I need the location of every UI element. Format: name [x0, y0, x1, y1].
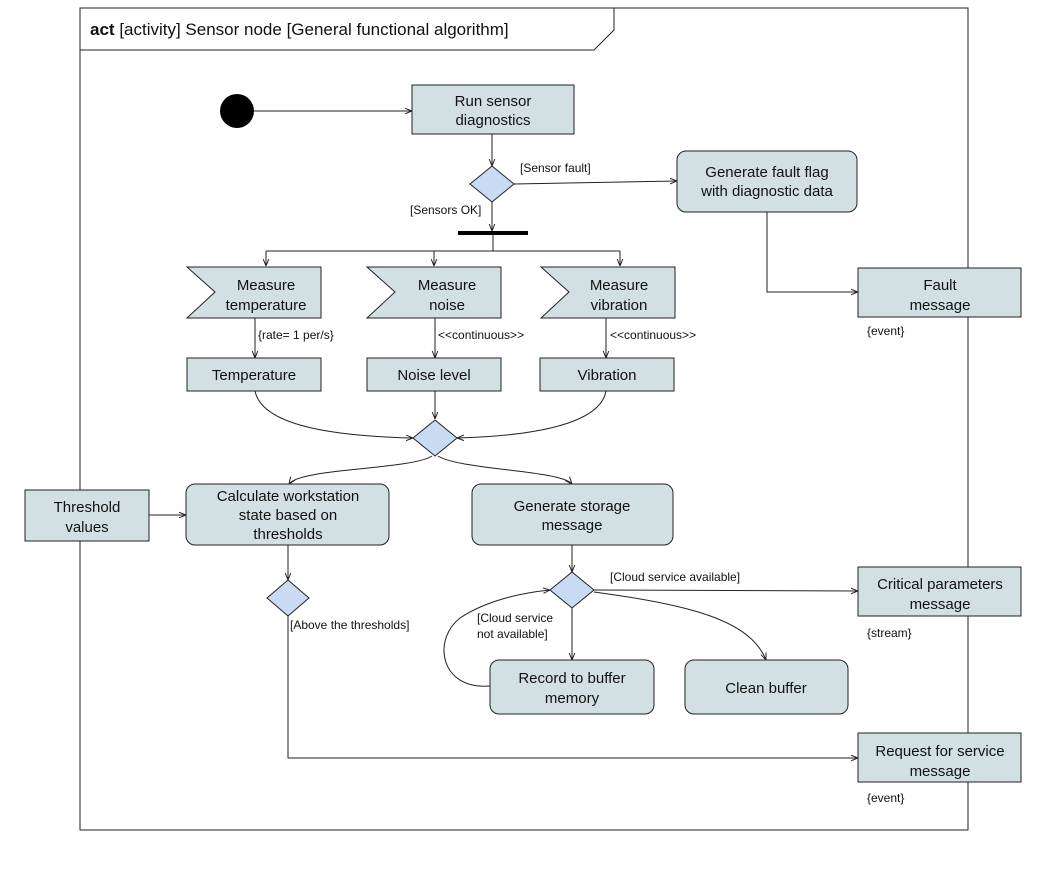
svg-text:Record to buffer: Record to buffer — [518, 670, 625, 687]
edge-fault — [513, 181, 677, 185]
accept-measure-vibration: Measure vibration — [539, 266, 676, 319]
object-vibration: Vibration — [539, 357, 675, 392]
object-critical-parameters-message: Critical parameters message — [857, 566, 1022, 617]
merge-node — [412, 419, 458, 457]
action-run-diagnostics: Run sensor diagnostics — [411, 84, 575, 135]
label-rate: {rate= 1 per/s} — [258, 328, 334, 342]
svg-text:temperature: temperature — [226, 297, 307, 314]
label-service-event: {event} — [867, 791, 904, 805]
edge-temp-merge — [254, 390, 413, 438]
svg-text:message: message — [910, 763, 971, 780]
guard-cloud-not-available-line1: [Cloud service — [477, 611, 553, 625]
svg-text:message: message — [910, 596, 971, 613]
svg-text:noise: noise — [429, 297, 465, 314]
guard-cloud-not-available-line2: not available] — [477, 627, 548, 641]
label-continuous-vibration: <<continuous>> — [610, 328, 696, 342]
object-fault-message: Fault message — [857, 267, 1022, 318]
initial-node — [220, 94, 254, 128]
edge-above-thresholds — [287, 615, 858, 758]
object-noise-level: Noise level — [366, 357, 502, 392]
svg-text:Measure: Measure — [590, 277, 648, 294]
action-generate-storage-message: Generate storage message — [471, 483, 674, 546]
svg-text:Calculate workstation: Calculate workstation — [217, 488, 360, 505]
edge-loop-back — [443, 590, 550, 687]
guard-above-thresholds: [Above the thresholds] — [290, 618, 409, 632]
frame-title: act [activity] Sensor node [General func… — [90, 20, 509, 39]
svg-text:Generate storage: Generate storage — [514, 498, 631, 515]
edge-vib-merge — [457, 390, 607, 438]
edge-merge-calc — [289, 455, 433, 484]
decision-cloud — [549, 571, 595, 609]
action-clean-buffer: Clean buffer — [684, 659, 849, 715]
svg-text:Noise level: Noise level — [397, 367, 470, 384]
action-calculate-state: Calculate workstation state based on thr… — [185, 483, 390, 546]
edges — [149, 111, 858, 758]
decision-diagnostics — [469, 165, 515, 203]
svg-text:Run sensor: Run sensor — [455, 93, 532, 110]
svg-text:Critical parameters: Critical parameters — [877, 576, 1003, 593]
svg-text:message: message — [542, 517, 603, 534]
action-record-to-buffer: Record to buffer memory — [489, 659, 655, 715]
edge-flag-to-message — [766, 212, 858, 292]
svg-text:values: values — [65, 519, 108, 536]
svg-text:Measure: Measure — [418, 277, 476, 294]
svg-text:Clean buffer: Clean buffer — [725, 680, 806, 697]
svg-text:Temperature: Temperature — [212, 367, 296, 384]
svg-text:message: message — [910, 297, 971, 314]
guard-cloud-available: [Cloud service available] — [610, 570, 740, 584]
label-stream: {stream} — [867, 626, 912, 640]
svg-text:Vibration: Vibration — [578, 367, 637, 384]
edge-to-clean — [593, 591, 766, 660]
activity-frame — [79, 7, 969, 831]
edge-cloud-available — [593, 590, 858, 591]
label-fault-event: {event} — [867, 324, 904, 338]
frame-title-tab — [80, 8, 615, 51]
svg-text:state based on: state based on — [239, 507, 337, 524]
object-threshold-values: Threshold values — [24, 489, 150, 542]
label-continuous-noise: <<continuous>> — [438, 328, 524, 342]
guard-sensors-ok: [Sensors OK] — [410, 203, 481, 217]
decision-thresholds — [266, 579, 310, 617]
svg-text:Fault: Fault — [923, 277, 957, 294]
object-request-for-service-message: Request for service message — [857, 732, 1022, 783]
svg-text:thresholds: thresholds — [253, 526, 322, 543]
edge-merge-storage — [437, 455, 572, 484]
svg-text:Generate fault flag: Generate fault flag — [705, 164, 828, 181]
fork-bar — [458, 231, 528, 235]
svg-text:vibration: vibration — [591, 297, 648, 314]
guard-sensor-fault: [Sensor fault] — [520, 161, 591, 175]
svg-text:Measure: Measure — [237, 277, 295, 294]
action-generate-fault-flag: Generate fault flag with diagnostic data — [676, 150, 858, 213]
accept-measure-temperature: Measure temperature — [185, 266, 322, 319]
svg-text:Request for service: Request for service — [875, 743, 1004, 760]
svg-text:memory: memory — [545, 690, 600, 707]
svg-text:diagnostics: diagnostics — [455, 112, 530, 129]
accept-measure-noise: Measure noise — [365, 266, 502, 319]
svg-text:with diagnostic data: with diagnostic data — [700, 183, 833, 200]
object-temperature: Temperature — [186, 357, 322, 392]
svg-text:Threshold: Threshold — [54, 499, 121, 516]
